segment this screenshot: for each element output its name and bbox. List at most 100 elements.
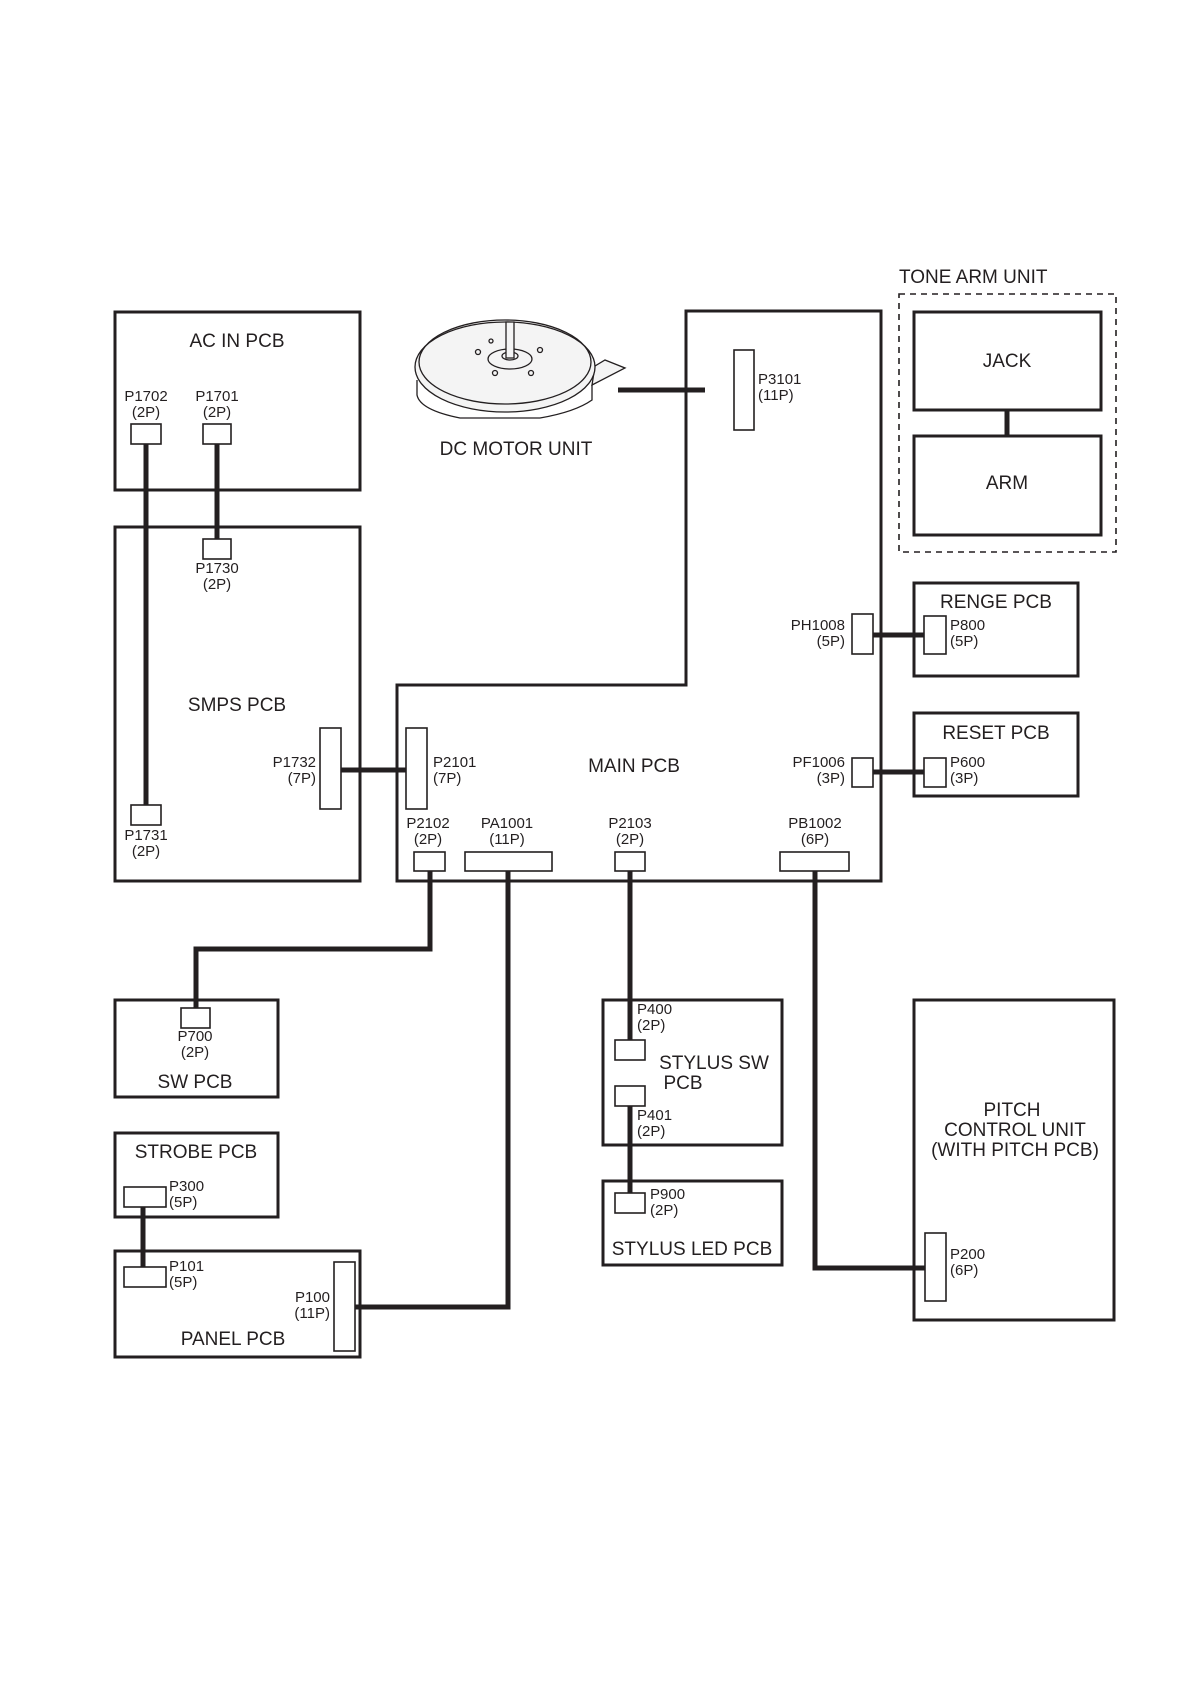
p100-pins: (11P) [294, 1305, 330, 1322]
p1731-pins: (2P) [132, 843, 160, 860]
p100-connector [333, 1261, 356, 1352]
pb1002-pins: (6P) [801, 831, 829, 848]
p101-pins: (5P) [169, 1274, 197, 1291]
main-pcb-label: MAIN PCB [588, 756, 680, 777]
p3101-name: P3101 [758, 371, 801, 388]
p700-connector [180, 1007, 211, 1029]
arm-label: ARM [986, 473, 1028, 494]
p2103-name: P2103 [608, 815, 651, 832]
p1730-name: P1730 [195, 560, 238, 577]
p1731-name: P1731 [124, 827, 167, 844]
p1702-connector [130, 423, 162, 445]
p200-name: P200 [950, 1246, 985, 1263]
reset-pcb-label: RESET PCB [942, 723, 1049, 744]
p300-connector [123, 1186, 167, 1208]
p2102-pins: (2P) [414, 831, 442, 848]
ph1008-connector [851, 613, 874, 655]
p1730-connector [202, 538, 232, 560]
pitch-label-line3: (WITH PITCH PCB) [931, 1140, 1099, 1161]
pf1006-name: PF1006 [792, 754, 845, 771]
p2102-connector [413, 851, 446, 872]
p200-connector [924, 1232, 947, 1302]
p1732-name: P1732 [273, 754, 316, 771]
pa1001-name: PA1001 [481, 815, 533, 832]
stylus-sw-pcb-board [601, 998, 784, 1147]
p400-connector [614, 1039, 646, 1061]
p2103-pins: (2P) [616, 831, 644, 848]
dc-motor-unit-label: DC MOTOR UNIT [440, 439, 593, 460]
pitch-label-line1: PITCH [984, 1100, 1041, 1121]
tone-arm-unit-title: TONE ARM UNIT [899, 267, 1048, 288]
reset-pcb-board [912, 711, 1080, 798]
p1701-name: P1701 [195, 388, 238, 405]
pf1006-pins: (3P) [817, 770, 845, 787]
p400-name: P400 [637, 1001, 672, 1018]
p2102-p700-wire [193, 871, 433, 1010]
p200-pins: (6P) [950, 1262, 978, 1279]
pitch-label-line2: CONTROL UNIT [944, 1120, 1086, 1141]
panel-pcb-label: PANEL PCB [181, 1329, 286, 1350]
stylus-led-pcb-board [601, 1179, 784, 1267]
p300-pins: (5P) [169, 1194, 197, 1211]
p101-name: P101 [169, 1258, 204, 1275]
p600-pins: (3P) [950, 770, 978, 787]
p800-connector [923, 615, 947, 655]
pb1002-p200-wire [812, 871, 925, 1271]
pa1001-p100-wire [355, 871, 511, 1310]
p1731-connector [130, 804, 162, 826]
p401-pins: (2P) [637, 1123, 665, 1140]
p900-connector [614, 1192, 646, 1214]
p900-name: P900 [650, 1186, 685, 1203]
dc-motor-illustration [414, 319, 627, 419]
strobe-pcb-label: STROBE PCB [135, 1142, 257, 1163]
p401-connector [614, 1085, 646, 1107]
p2101-name: P2101 [433, 754, 476, 771]
ac-in-pcb-board [113, 310, 362, 492]
renge-pcb-board [912, 581, 1080, 678]
p1730-pins: (2P) [203, 576, 231, 593]
p2103-connector [614, 851, 646, 872]
p1732-connector [319, 727, 342, 810]
smps-pcb-label: SMPS PCB [188, 695, 286, 716]
pa1001-pins: (11P) [489, 831, 525, 848]
smps-pcb-board [113, 525, 362, 883]
pb1002-name: PB1002 [788, 815, 841, 832]
p2102-name: P2102 [406, 815, 449, 832]
tone-arm-unit-outline [898, 293, 1117, 553]
p1701-pins: (2P) [203, 404, 231, 421]
stylus-sw-pcb-label-line1: STYLUS SW [659, 1053, 769, 1074]
p100-name: P100 [295, 1289, 330, 1306]
pf1006-connector [851, 757, 874, 788]
strobe-pcb-board [113, 1131, 280, 1219]
p1732-pins: (7P) [288, 770, 316, 787]
p1702-name: P1702 [124, 388, 167, 405]
p2101-connector [405, 727, 428, 810]
jack-label: JACK [983, 351, 1032, 372]
stylus-sw-pcb-label-line2: PCB [663, 1073, 702, 1094]
pa1001-connector [464, 851, 553, 872]
p400-pins: (2P) [637, 1017, 665, 1034]
p3101-pins: (11P) [758, 387, 794, 404]
p300-name: P300 [169, 1178, 204, 1195]
p800-pins: (5P) [950, 633, 978, 650]
ac-in-pcb-label: AC IN PCB [189, 331, 284, 352]
stylus-led-pcb-label: STYLUS LED PCB [612, 1239, 773, 1260]
p401-name: P401 [637, 1107, 672, 1124]
p700-pins: (2P) [181, 1044, 209, 1061]
p1702-pins: (2P) [132, 404, 160, 421]
p800-name: P800 [950, 617, 985, 634]
p3101-connector [733, 349, 755, 431]
sw-pcb-label: SW PCB [158, 1072, 233, 1093]
panel-pcb-board [113, 1249, 362, 1359]
main-pcb-board [395, 309, 883, 883]
renge-pcb-label: RENGE PCB [940, 592, 1052, 613]
p101-connector [123, 1266, 167, 1288]
p1701-connector [202, 423, 232, 445]
p900-pins: (2P) [650, 1202, 678, 1219]
ph1008-name: PH1008 [791, 617, 845, 634]
pb1002-connector [779, 851, 850, 872]
ph1008-pins: (5P) [817, 633, 845, 650]
p600-name: P600 [950, 754, 985, 771]
pitch-control-unit-board [912, 998, 1116, 1322]
